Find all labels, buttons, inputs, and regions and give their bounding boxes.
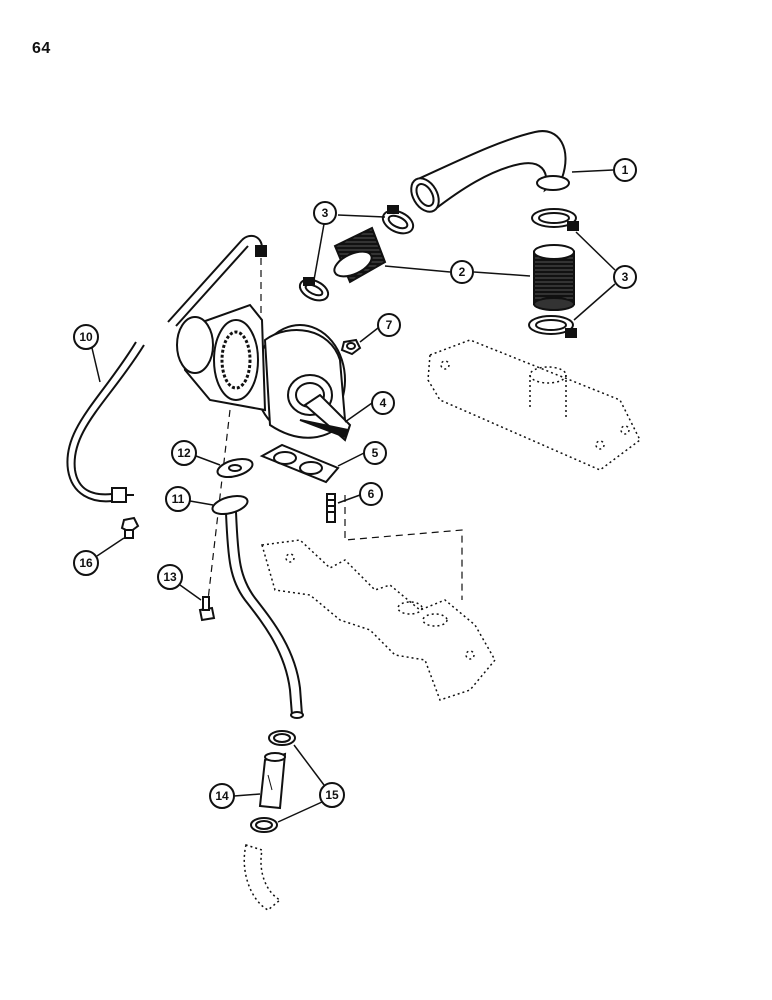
callout-3-right: 3	[573, 231, 637, 321]
callout-16: 16	[73, 537, 125, 576]
callout-10: 10	[73, 324, 101, 383]
svg-text:5: 5	[372, 446, 379, 460]
page-number: 64	[32, 40, 51, 57]
turbine-gasket	[259, 443, 340, 484]
nut	[340, 338, 362, 356]
hose-clamp-left	[298, 277, 330, 302]
svg-text:6: 6	[368, 487, 375, 501]
svg-text:2: 2	[459, 265, 466, 279]
exhaust-manifold-outline	[261, 539, 496, 701]
callout-7: 7	[359, 313, 401, 343]
callout-5: 5	[337, 441, 387, 467]
svg-text:15: 15	[325, 788, 339, 802]
hose-sleeve-right	[533, 244, 575, 311]
oil-gasket	[216, 457, 254, 479]
callout-13: 13	[157, 564, 202, 601]
hose-clamp-right-top	[531, 208, 579, 231]
callout-11: 11	[165, 486, 214, 512]
hose-clamp-drain-upper	[268, 730, 296, 746]
callout-6: 6	[337, 482, 383, 506]
callout-4: 4	[344, 391, 395, 423]
svg-text:11: 11	[172, 492, 185, 506]
oil-inlet-line	[167, 234, 267, 327]
svg-text:4: 4	[380, 396, 387, 410]
svg-text:1: 1	[622, 163, 629, 177]
svg-text:16: 16	[79, 556, 93, 570]
hose-clamp-drain-lower	[250, 817, 278, 833]
callout-2: 2	[384, 260, 531, 284]
callout-14: 14	[209, 783, 261, 809]
callout-12: 12	[171, 440, 221, 466]
drain-hose	[258, 752, 287, 810]
fitting	[120, 516, 140, 539]
air-intake-elbow	[410, 130, 570, 213]
svg-text:12: 12	[177, 446, 191, 460]
stud	[326, 493, 336, 523]
alignment-lines	[207, 258, 463, 601]
oil-drain-tube	[211, 494, 304, 719]
hose-clamp-right-bottom	[528, 315, 577, 338]
hose-sleeve-center	[333, 226, 387, 284]
hose-clamp-upper-center	[381, 205, 415, 235]
callout-3-left: 3	[313, 201, 386, 281]
svg-text:7: 7	[386, 318, 393, 332]
block-drain-outline	[243, 844, 282, 911]
svg-text:3: 3	[322, 206, 329, 220]
svg-text:14: 14	[215, 789, 229, 803]
oil-inlet-hose	[66, 341, 145, 503]
callout-15: 15	[277, 744, 345, 823]
svg-text:10: 10	[79, 330, 93, 344]
intake-manifold-outline	[427, 339, 641, 471]
svg-text:3: 3	[622, 270, 629, 284]
svg-text:13: 13	[163, 570, 177, 584]
bolt	[198, 596, 216, 622]
callout-1: 1	[571, 158, 637, 182]
turbocharger	[176, 303, 352, 442]
